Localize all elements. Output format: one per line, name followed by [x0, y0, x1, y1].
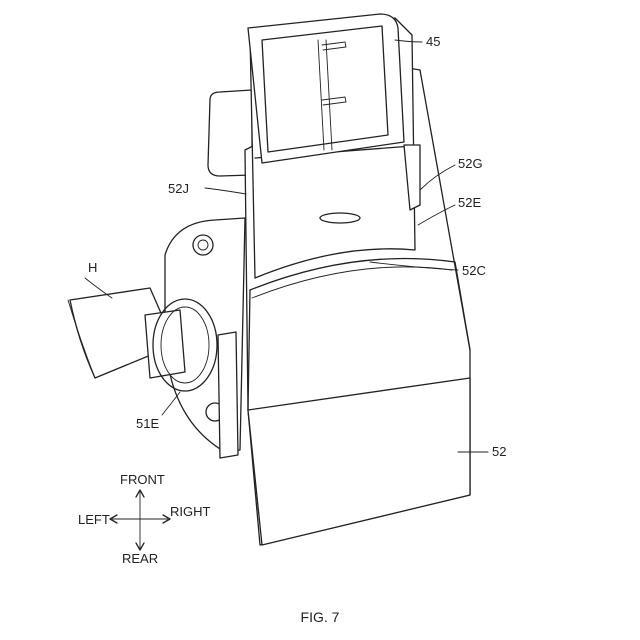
strap-plate: [218, 332, 238, 458]
label-52j: 52J: [168, 181, 189, 196]
direction-rear: REAR: [122, 551, 158, 566]
label-52e: 52E: [458, 195, 481, 210]
label-52g: 52G: [458, 156, 483, 171]
label-h: H: [88, 260, 97, 275]
direction-right: RIGHT: [170, 504, 211, 519]
direction-front: FRONT: [120, 472, 165, 487]
direction-indicator: FRONT REAR LEFT RIGHT: [78, 472, 211, 566]
figure-caption: FIG. 7: [301, 609, 340, 625]
direction-left: LEFT: [78, 512, 110, 527]
label-52c: 52C: [462, 263, 486, 278]
label-51e: 51E: [136, 416, 159, 431]
top-frame-45: [248, 14, 404, 163]
label-45: 45: [426, 34, 440, 49]
label-52: 52: [492, 444, 506, 459]
